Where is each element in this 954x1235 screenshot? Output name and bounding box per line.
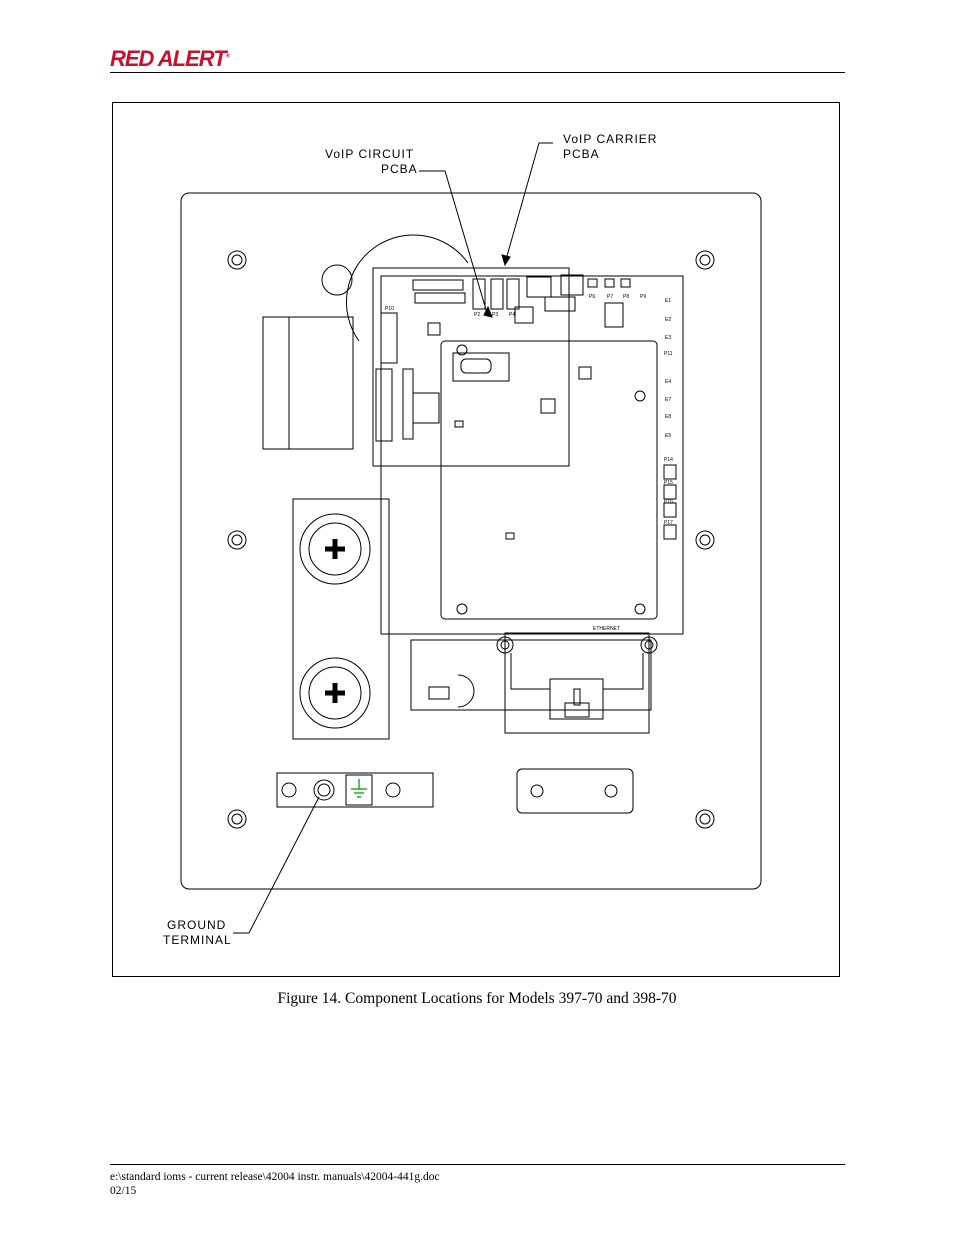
voip-circuit-label-2: PCBA <box>381 162 418 176</box>
p14-label: P14 <box>664 457 673 463</box>
connector-panel <box>292 498 390 740</box>
footer-rule <box>110 1164 845 1165</box>
ground-leader <box>233 796 320 934</box>
transformer-block <box>262 316 354 450</box>
ground-label: GROUND <box>167 918 226 932</box>
voip-circuit-leader <box>419 170 488 314</box>
p7-label: P7 <box>607 294 613 300</box>
carrier-pcba <box>380 275 684 635</box>
logo-text: RED ALERT <box>110 46 227 71</box>
registered-mark: ® <box>225 53 231 60</box>
voip-circuit-label: VoIP CIRCUIT <box>325 147 414 161</box>
footer-file-path: e:\standard ioms - current release\42004… <box>110 1171 440 1183</box>
e1-label: E1 <box>665 298 671 304</box>
p9-label: P9 <box>640 294 646 300</box>
ethernet-label: ETHERNET <box>593 626 620 632</box>
voip-carrier-label: VoIP CARRIER <box>563 132 657 146</box>
e4-label: E4 <box>665 379 671 385</box>
cover-plate <box>516 768 634 814</box>
ground-symbol <box>351 779 367 798</box>
p6-label: P6 <box>589 294 595 300</box>
knockout-hole <box>321 264 353 296</box>
e7-label: E7 <box>665 397 671 403</box>
ethernet-bracket <box>504 632 650 734</box>
figure-frame: VoIP CIRCUIT PCBA VoIP CARRIER PCBA GROU… <box>112 102 840 977</box>
ground-label-2: TERMINAL <box>163 933 232 947</box>
p15-label: P15 <box>664 480 673 486</box>
footer-date: 02/15 <box>110 1185 137 1197</box>
p4-label: P4 <box>509 312 515 318</box>
p17-label: P17 <box>664 520 673 526</box>
ground-bar <box>276 772 434 808</box>
mounting-screws <box>227 250 715 829</box>
e2-label: E2 <box>665 317 671 323</box>
header-rule <box>110 72 845 73</box>
figure-caption: Figure 14. Component Locations for Model… <box>277 990 677 1007</box>
e8-label: E8 <box>665 414 671 420</box>
p8-label: P8 <box>623 294 629 300</box>
p16-label: P16 <box>664 499 673 505</box>
p3-label: P3 <box>492 312 498 318</box>
voip-carrier-label-2: PCBA <box>563 147 600 161</box>
footer: e:\standard ioms - current release\42004… <box>110 1170 440 1198</box>
circuit-pcba <box>440 340 658 620</box>
voip-carrier-leader <box>504 142 553 264</box>
p11-label: P11 <box>664 351 673 357</box>
company-logo: RED ALERT® <box>110 46 231 72</box>
component-diagram: VoIP CIRCUIT PCBA VoIP CARRIER PCBA GROU… <box>163 132 762 947</box>
enclosure-plate <box>180 192 762 890</box>
e3-label: E3 <box>665 335 671 341</box>
p10-label: P10 <box>385 306 394 312</box>
e5-label: E5 <box>665 433 671 439</box>
p2-label: P2 <box>474 312 480 318</box>
